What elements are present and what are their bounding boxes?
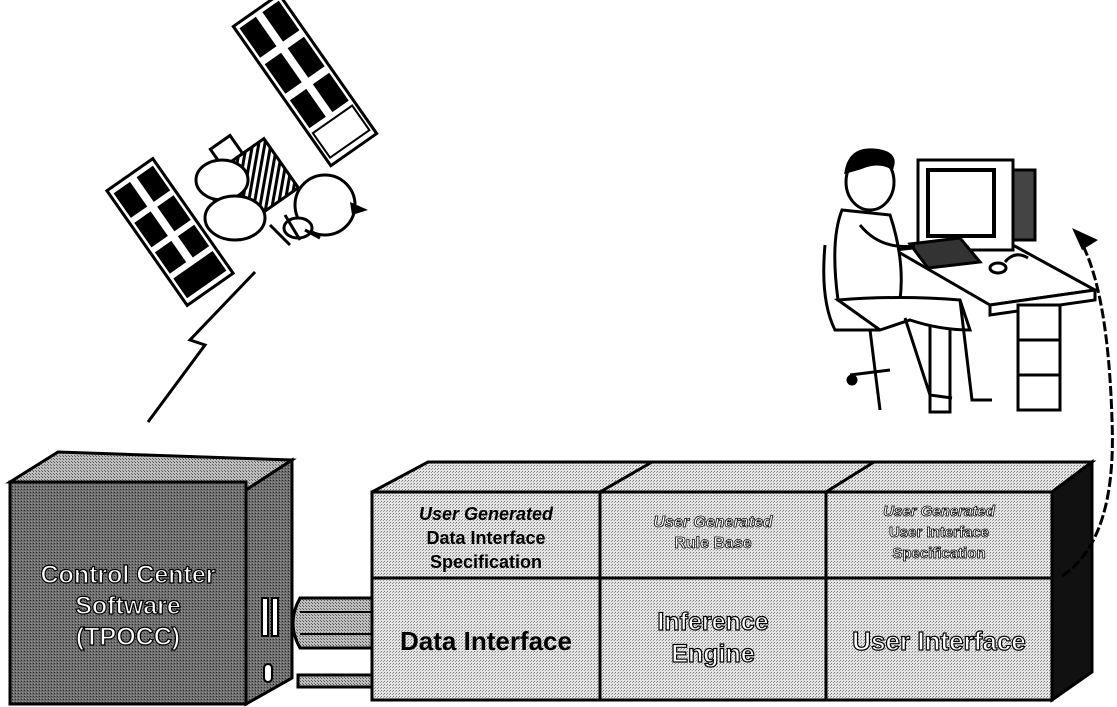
cell-label-line1: User Interface — [852, 626, 1025, 656]
cell-label-line2: Engine — [671, 640, 754, 668]
cell-user-interface: User Interface — [852, 625, 1027, 656]
control-center-cabinet: Control Center Software (TPOCC) — [5, 450, 297, 707]
cell-label-line1: Inference — [657, 608, 768, 636]
control-center-label-line3: (TPOCC) — [76, 623, 180, 651]
cell-inference-engine: Inference Engine — [657, 607, 769, 668]
control-center-label-line1: Control Center — [41, 561, 216, 589]
cell-italic-label: User Generated — [419, 504, 554, 524]
cable-connector-icon — [291, 596, 378, 689]
expert-system-block — [370, 459, 1097, 703]
cell-italic-label: User Generated — [653, 514, 773, 531]
cell-data-interface: Data Interface — [400, 626, 572, 656]
cell-label-line2: Specification — [430, 552, 542, 572]
cell-label-line1: Data Interface — [400, 626, 572, 656]
control-center-label-line2: Software — [75, 592, 181, 620]
lightning-bolt-icon — [146, 270, 257, 423]
cell-data-interface-spec: User Generated Data Interface Specificat… — [419, 504, 554, 572]
cell-rule-base: User Generated Rule Base — [653, 514, 774, 553]
cell-label-line1: Rule Base — [674, 535, 751, 552]
cell-italic-label: User Generated — [883, 503, 996, 520]
satellite-icon — [104, 0, 379, 308]
cell-label-line1: Data Interface — [426, 528, 545, 548]
operator-at-workstation-icon — [822, 148, 1100, 414]
cell-user-interface-spec: User Generated User Interface Specificat… — [883, 503, 996, 563]
feedback-arrow-icon — [1061, 228, 1114, 578]
cell-label-line2: Specification — [892, 545, 985, 562]
cell-label-line1: User Interface — [889, 524, 989, 541]
